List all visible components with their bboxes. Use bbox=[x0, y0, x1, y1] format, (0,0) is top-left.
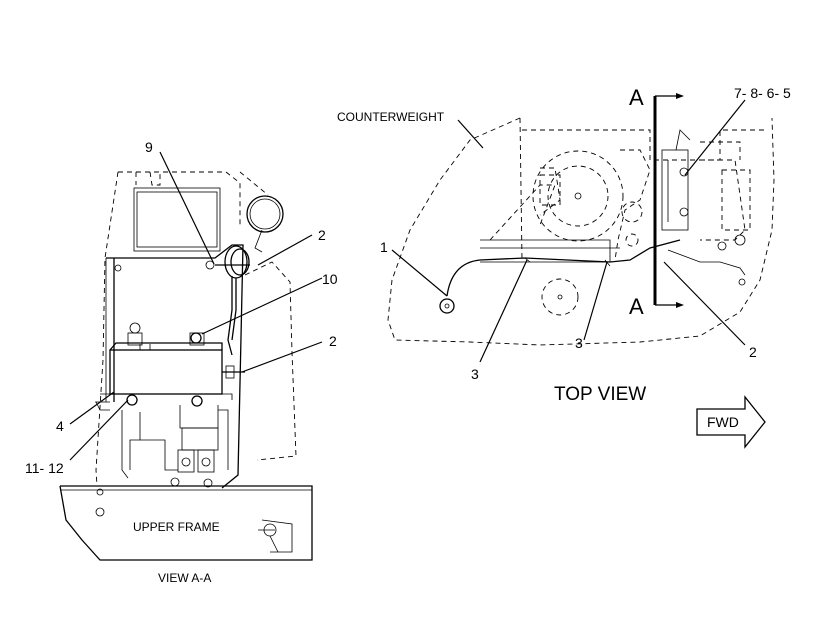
callout-9: 9 bbox=[145, 139, 153, 155]
view-a-a-drawing bbox=[59, 171, 313, 561]
callout-3-left: 3 bbox=[471, 366, 479, 382]
upper-frame-label: UPPER FRAME bbox=[133, 520, 220, 534]
top-view-caption: TOP VIEW bbox=[554, 384, 646, 405]
fwd-arrow: FWD bbox=[696, 395, 766, 449]
callout-2-lower: 2 bbox=[329, 333, 337, 349]
callout-7-8-6-5: 7- 8- 6- 5 bbox=[734, 85, 791, 101]
top-view-leaders bbox=[391, 99, 746, 363]
callout-4: 4 bbox=[56, 418, 64, 434]
callout-2-upper: 2 bbox=[318, 227, 326, 243]
section-a-top: A bbox=[629, 85, 644, 110]
section-a-bottom: A bbox=[629, 294, 644, 319]
callout-3-right: 3 bbox=[575, 335, 583, 351]
top-view-drawing bbox=[387, 93, 775, 346]
callout-2-top-view: 2 bbox=[749, 344, 757, 360]
counterweight-label: COUNTERWEIGHT bbox=[337, 110, 445, 124]
fwd-label: FWD bbox=[707, 414, 739, 430]
callout-10: 10 bbox=[322, 271, 338, 287]
callout-1: 1 bbox=[380, 239, 388, 255]
view-a-leaders bbox=[69, 151, 323, 461]
view-a-a-caption: VIEW A-A bbox=[158, 571, 211, 585]
callout-11-12: 11- 12 bbox=[25, 460, 64, 476]
